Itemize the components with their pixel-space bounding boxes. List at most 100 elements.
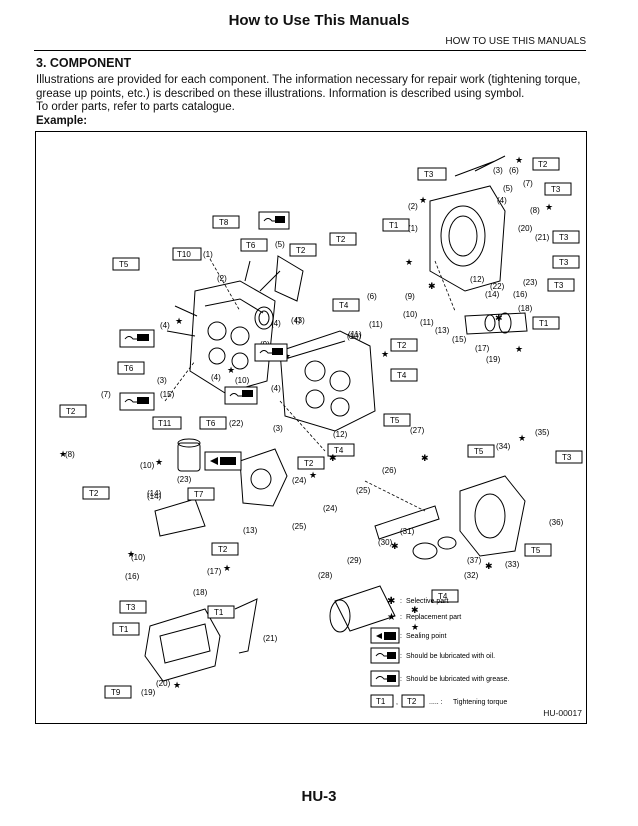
intro-line: grease up points, etc.) is described on … <box>36 87 525 100</box>
torque-label: T3 <box>559 233 569 242</box>
replacement-star-icon: ★ <box>405 258 413 268</box>
torque-label: T1 <box>214 608 224 617</box>
callout-number: (28) <box>318 571 333 580</box>
callout-number: (5) <box>503 184 513 193</box>
callout-number: (21) <box>535 233 550 242</box>
selective-asterisk-icon: ✱ <box>329 454 337 464</box>
legend-dots: ..... : <box>429 699 443 706</box>
callout-number: (11) <box>348 330 362 339</box>
legend-torque: Tightening torque <box>453 699 507 706</box>
callout-number: (3) <box>157 376 167 385</box>
torque-label: T4 <box>397 371 407 380</box>
callout-number: (2) <box>217 274 227 283</box>
running-head: HOW TO USE THIS MANUALS <box>445 36 586 47</box>
replacement-star-icon: ★ <box>411 623 419 633</box>
torque-label: T8 <box>219 218 229 227</box>
callout-number: (23) <box>177 475 192 484</box>
replacement-star-icon: ★ <box>387 612 396 623</box>
transmission-housing <box>429 155 506 292</box>
torque-label: T2 <box>296 246 306 255</box>
torque-label: T7 <box>194 490 204 499</box>
callout-number: (3) <box>493 166 503 175</box>
callout-number: (3) <box>273 424 283 433</box>
callout-number: (5) <box>275 240 285 249</box>
legend-colon: : <box>400 598 402 605</box>
callout-number: (16) <box>125 572 140 581</box>
page-title: How to Use This Manuals <box>228 12 410 29</box>
callout-number: (11) <box>369 320 383 329</box>
callout-number: (11) <box>420 318 434 327</box>
legend-sealing: Sealing point <box>406 633 447 640</box>
callout-number: (17) <box>207 567 222 576</box>
callout-number: (18) <box>518 304 533 313</box>
callout-number: (2) <box>408 202 418 211</box>
callout-number: (7) <box>101 390 111 399</box>
intro-line: To order parts, refer to parts catalogue… <box>36 101 235 113</box>
callout-number: (6) <box>367 292 377 301</box>
torque-label: T3 <box>559 258 569 267</box>
callout-number: (36) <box>549 518 564 527</box>
selective-asterisk-icon: ✱ <box>411 606 419 616</box>
replacement-star-icon: ★ <box>127 550 135 560</box>
callout-number: (10) <box>235 376 250 385</box>
callout-number: (25) <box>356 486 371 495</box>
callout-number: (14) <box>485 290 500 299</box>
callout-number: (31) <box>400 527 415 536</box>
torque-label: T2 <box>66 407 76 416</box>
lubrication-symbol-group <box>119 211 290 471</box>
callout-number: (23) <box>523 278 538 287</box>
replacement-star-icon: ★ <box>381 350 389 360</box>
torque-label: T4 <box>334 446 344 455</box>
water-pump <box>239 448 288 507</box>
callout-number: (32) <box>464 571 479 580</box>
callout-number: (22) <box>490 282 505 291</box>
replacement-star-icon: ★ <box>173 681 181 691</box>
torque-label: T1 <box>389 221 399 230</box>
callout-number: (7) <box>523 179 533 188</box>
callout-number: (1) <box>203 250 213 259</box>
oil-level-gauge <box>234 598 258 654</box>
legend-colon: : <box>400 653 402 660</box>
callout-number: (24) <box>292 476 307 485</box>
callout-number: (9) <box>405 292 415 301</box>
oil-pan <box>144 608 221 682</box>
callout-number: (30) <box>378 538 393 547</box>
torque-label: T4 <box>339 301 349 310</box>
torque-label: T2 <box>407 697 417 706</box>
torque-label: T1 <box>539 319 549 328</box>
legend-selective: Selective part <box>406 598 448 605</box>
legend-colon: : <box>400 633 402 640</box>
callout-number: (10) <box>140 461 155 470</box>
torque-label: T6 <box>206 419 216 428</box>
selective-asterisk-icon: ✱ <box>391 542 399 552</box>
torque-label: T5 <box>119 260 129 269</box>
torque-label: T4 <box>438 592 448 601</box>
callout-number: (24) <box>323 504 338 513</box>
replacement-star-icon: ★ <box>59 450 67 460</box>
callout-number: (13) <box>435 326 450 335</box>
callout-number: (22) <box>229 419 244 428</box>
torque-label: T2 <box>89 489 99 498</box>
torque-label: T2 <box>218 545 228 554</box>
input-shaft <box>464 312 528 335</box>
legend-colon: : <box>400 614 402 621</box>
legend-separator: , <box>396 699 398 706</box>
torque-label: T1 <box>376 697 386 706</box>
callout-number: (26) <box>382 466 397 475</box>
replacement-star-icon: ★ <box>518 434 526 444</box>
transfer-drive-gear <box>329 585 396 633</box>
callout-number: (10) <box>347 332 362 341</box>
callout-number: (3) <box>295 316 305 325</box>
callout-number: (10) <box>403 310 418 319</box>
output-shaft <box>374 505 440 540</box>
replacement-star-icon: ★ <box>175 317 183 327</box>
callout-number: (12) <box>470 275 485 284</box>
torque-label: T6 <box>124 364 134 373</box>
replacement-star-icon: ★ <box>515 156 523 166</box>
torque-label: T3 <box>551 185 561 194</box>
torque-label: T9 <box>111 688 121 697</box>
torque-label: T11 <box>158 419 172 428</box>
callout-number: (21) <box>263 634 278 643</box>
figure-id: HU-00017 <box>543 708 582 718</box>
figure-frame <box>35 131 587 724</box>
